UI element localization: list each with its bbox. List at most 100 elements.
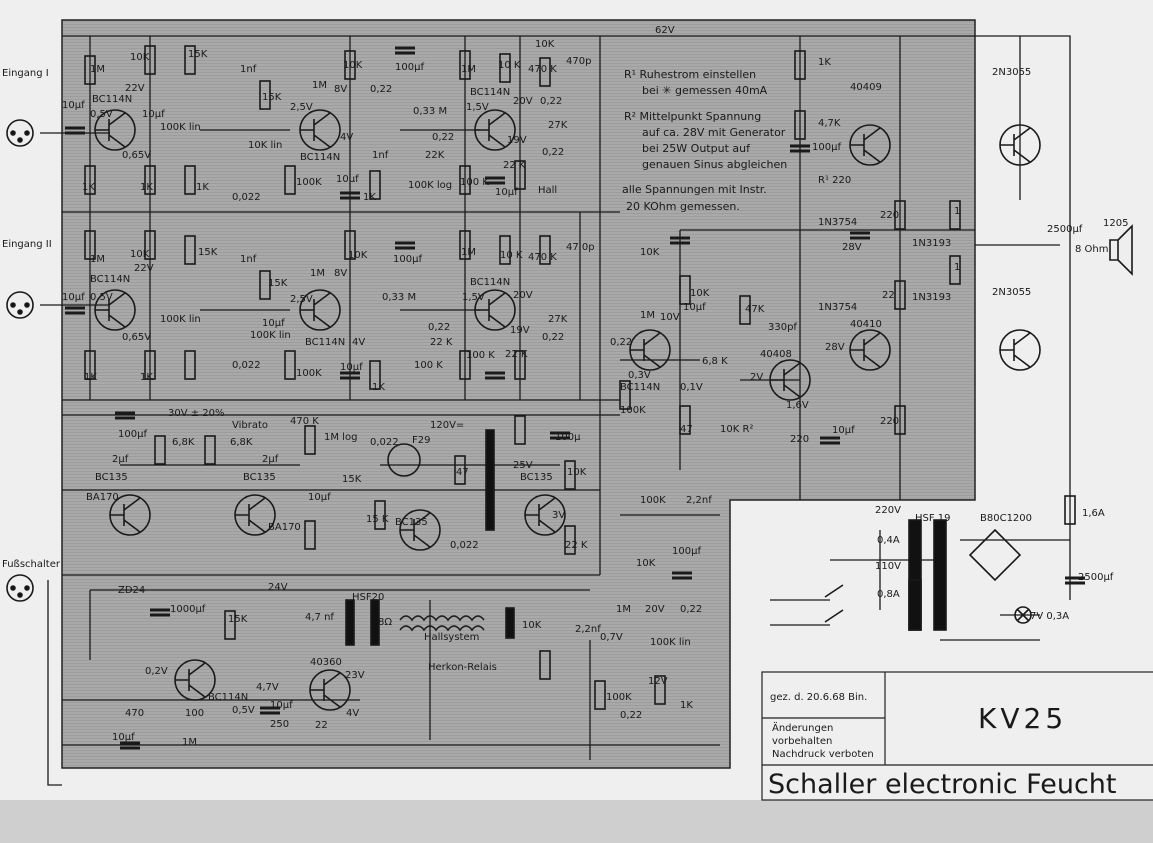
component-value: 10µf [683, 302, 706, 313]
component-value: 100 K [414, 360, 443, 371]
footswitch-label: Fußschalter [2, 559, 61, 570]
rectifier-label: B80C1200 [980, 513, 1032, 524]
component-value: 100µf [672, 546, 701, 557]
component-value: 22 [882, 290, 895, 301]
component-value: 1N3193 [912, 292, 951, 303]
component-value: 1M [182, 737, 197, 748]
component-value: 25V [513, 460, 533, 471]
resistor [374, 500, 386, 530]
component-value: 0,22 [542, 332, 564, 343]
component-value: 470 K [528, 64, 557, 75]
resistor [184, 45, 196, 75]
fuse-08-label: 0,8A [877, 589, 900, 600]
resistor [84, 55, 96, 85]
component-value: 2V [750, 372, 763, 383]
component-value: 4,7V [256, 682, 279, 693]
transistor-label: BC114N [92, 94, 132, 105]
component-value: 10µf [62, 292, 85, 303]
component-value: 10K [636, 558, 656, 569]
capacitor [65, 126, 85, 135]
transistor-label: BC114N [90, 274, 130, 285]
component-value: 1nf [372, 150, 389, 161]
resistor [144, 230, 156, 260]
resistor [949, 255, 961, 285]
component-value: 100K [620, 405, 646, 416]
component-value: 1M [310, 268, 325, 279]
resistor [184, 235, 196, 265]
component-value: 1N3193 [912, 238, 951, 249]
component-value: 0,22 [432, 132, 454, 143]
component-value: 15K [198, 247, 218, 258]
capacitor [395, 241, 415, 250]
transistor [849, 124, 891, 166]
speaker-icon [1109, 224, 1133, 276]
component-value: 100 [185, 708, 204, 719]
capacitor [260, 706, 280, 715]
component-value: 1 [954, 262, 960, 273]
pilot-lamp-label: 7V 0,3A [1030, 611, 1069, 622]
transformer-core [933, 519, 947, 631]
component-value: 470 K [528, 252, 557, 263]
component-value: 1M log [324, 432, 357, 443]
component-value: 2,5V [290, 102, 313, 113]
transformer-core [485, 429, 495, 531]
component-value: 22V [134, 263, 154, 274]
note-line: R¹ Ruhestrom einstellen [624, 68, 756, 81]
component-value: 0,22 [370, 84, 392, 95]
component-value: 1000µf [170, 604, 206, 615]
component-value: 10µf [832, 425, 855, 436]
transistor-label: BC135 [520, 472, 553, 483]
component-value: 0,022 [232, 192, 261, 203]
resistor [654, 675, 666, 705]
note-line: auf ca. 28V mit Generator [642, 126, 786, 139]
component-value: BA170 [268, 522, 301, 533]
component-value: 1K [82, 182, 95, 193]
transistor-label: BC114N [300, 152, 340, 163]
resistor [459, 50, 471, 80]
note-line: genauen Sinus abgleichen [642, 158, 787, 171]
transistor-label: 2N3055 [992, 67, 1031, 78]
component-value: 2,2nf [575, 624, 601, 635]
component-value: 47K [745, 304, 765, 315]
component-value: 100µf [118, 429, 147, 440]
resistor [794, 50, 806, 80]
component-value: 20V [513, 290, 533, 301]
component-value: 100K log [408, 180, 452, 191]
component-value: 1 [954, 206, 960, 217]
input-jack-icon [6, 291, 34, 319]
component-value: 10 K [498, 60, 521, 71]
resistor [459, 230, 471, 260]
note-line: 20 KOhm gemessen. [626, 200, 740, 213]
component-value: 10K lin [248, 140, 282, 151]
transistor [999, 124, 1041, 166]
capacitor [670, 236, 690, 245]
component-value: 1M [461, 247, 476, 258]
resistor [499, 53, 511, 83]
component-value: 1nf [240, 254, 257, 265]
component-value: 0,22 [610, 337, 632, 348]
resistor [594, 680, 606, 710]
bridge-rectifier-icon [968, 528, 1022, 582]
component-value: F29 [412, 435, 430, 446]
component-value: 0,22 [428, 322, 450, 333]
component-value: 470 K [290, 416, 319, 427]
component-value: 0,5V [232, 705, 255, 716]
component-value: 15K [342, 474, 362, 485]
component-value: 22 K [565, 540, 588, 551]
component-value: 0,65V [122, 150, 151, 161]
component-value: 10µf [308, 492, 331, 503]
main-fuse-label: 1,6A [1082, 508, 1105, 519]
component-value: 10K [567, 467, 587, 478]
component-value: 100K lin [160, 122, 201, 133]
component-value: 10µf [142, 109, 165, 120]
resistor [344, 230, 356, 260]
supply-rail-label: 62V [655, 25, 675, 36]
transistor-label: BC135 [95, 472, 128, 483]
resistor [794, 110, 806, 140]
component-value: 0,022 [232, 360, 261, 371]
resistor [84, 230, 96, 260]
component-value: 10K [343, 60, 363, 71]
component-value: 22 K [430, 337, 453, 348]
paper-edge [0, 800, 1153, 843]
